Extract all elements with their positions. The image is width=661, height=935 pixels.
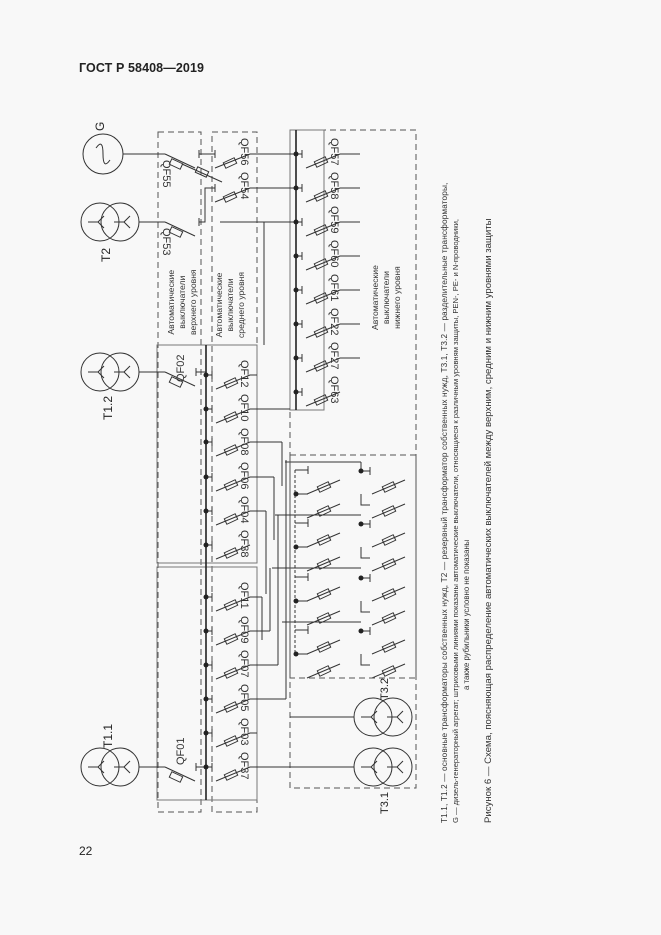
breaker-qf53: QF53 bbox=[160, 228, 172, 256]
zone-lower-line3: нижнего уровня bbox=[392, 266, 402, 329]
lower-level-zone bbox=[289, 129, 417, 789]
breaker-qf22: QF22 bbox=[328, 308, 340, 336]
figure-note-line1: Т1.1, Т1.2 — основные трансформаторы соб… bbox=[440, 182, 449, 823]
upper-level-zone bbox=[157, 131, 202, 813]
breaker-qf54: QF54 bbox=[238, 172, 250, 200]
zone-lower-line2: выключатели bbox=[381, 271, 391, 325]
breaker-qf04: QF04 bbox=[238, 496, 250, 524]
breaker-qf02: QF02 bbox=[175, 354, 187, 382]
zone-middle-line3: среднего уровня bbox=[236, 271, 246, 338]
breaker-qf57: QF57 bbox=[328, 138, 340, 166]
svg-text:T3.1: T3.1 bbox=[379, 792, 391, 814]
zone-label-upper: Автоматические выключатели верхнего уров… bbox=[166, 269, 199, 335]
page-number: 22 bbox=[79, 844, 93, 858]
breaker-qf27: QF27 bbox=[328, 342, 340, 370]
svg-text:T1.2: T1.2 bbox=[101, 396, 115, 420]
svg-text:G: G bbox=[93, 122, 107, 131]
breaker-qf01: QF01 bbox=[175, 737, 187, 765]
document-header: ГОСТ Р 58408—2019 bbox=[79, 61, 205, 75]
breaker-qf12: QF12 bbox=[238, 360, 250, 388]
breaker-qf07: QF07 bbox=[238, 650, 250, 678]
svg-text:T1.1: T1.1 bbox=[101, 724, 115, 748]
breaker-qf08: QF08 bbox=[238, 428, 250, 456]
figure-note-line2: G — дизель-генераторный агрегат; штрихов… bbox=[451, 219, 460, 823]
middle-level-zone bbox=[211, 131, 258, 813]
breaker-qf06: QF06 bbox=[238, 462, 250, 490]
svg-text:T2: T2 bbox=[99, 248, 113, 262]
zone-label-lower: Автоматические выключатели нижнего уровн… bbox=[370, 265, 403, 330]
breaker-qf60: QF60 bbox=[328, 240, 340, 268]
breaker-qf03: QF03 bbox=[238, 718, 250, 746]
zone-middle-line1: Автоматические bbox=[214, 272, 224, 338]
breaker-qf37: QF37 bbox=[238, 752, 250, 780]
breaker-qf61: QF61 bbox=[328, 274, 340, 302]
zone-lower-line1: Автоматические bbox=[370, 265, 380, 330]
breaker-qf38: QF38 bbox=[238, 530, 250, 558]
zone-label-middle: Автоматические выключатели среднего уров… bbox=[214, 272, 247, 338]
figure-note-line3: а также рубильники условно не показаны bbox=[462, 539, 471, 690]
breaker-qf09: QF09 bbox=[238, 616, 250, 644]
zone-upper-line1: Автоматические bbox=[166, 269, 176, 335]
breaker-qf55: QF55 bbox=[160, 160, 172, 188]
zone-upper-line2: выключатели bbox=[177, 275, 187, 329]
breaker-qf63: QF63 bbox=[328, 376, 340, 404]
generator-g bbox=[82, 133, 158, 175]
zone-middle-line2: выключатели bbox=[225, 278, 235, 332]
figure-caption: Рисунок 6 — Схема, поясняющая распределе… bbox=[483, 218, 494, 823]
breaker-qf58: QF58 bbox=[328, 172, 340, 200]
breaker-qf11: QF11 bbox=[238, 582, 250, 609]
svg-text:T3.2: T3.2 bbox=[379, 678, 391, 700]
breaker-qf05: QF05 bbox=[238, 684, 250, 712]
breaker-qf10: QF10 bbox=[238, 394, 250, 422]
breaker-qf59: QF59 bbox=[328, 206, 340, 234]
zone-upper-line3: верхнего уровня bbox=[188, 269, 198, 335]
breaker-qf56: QF56 bbox=[238, 138, 250, 166]
